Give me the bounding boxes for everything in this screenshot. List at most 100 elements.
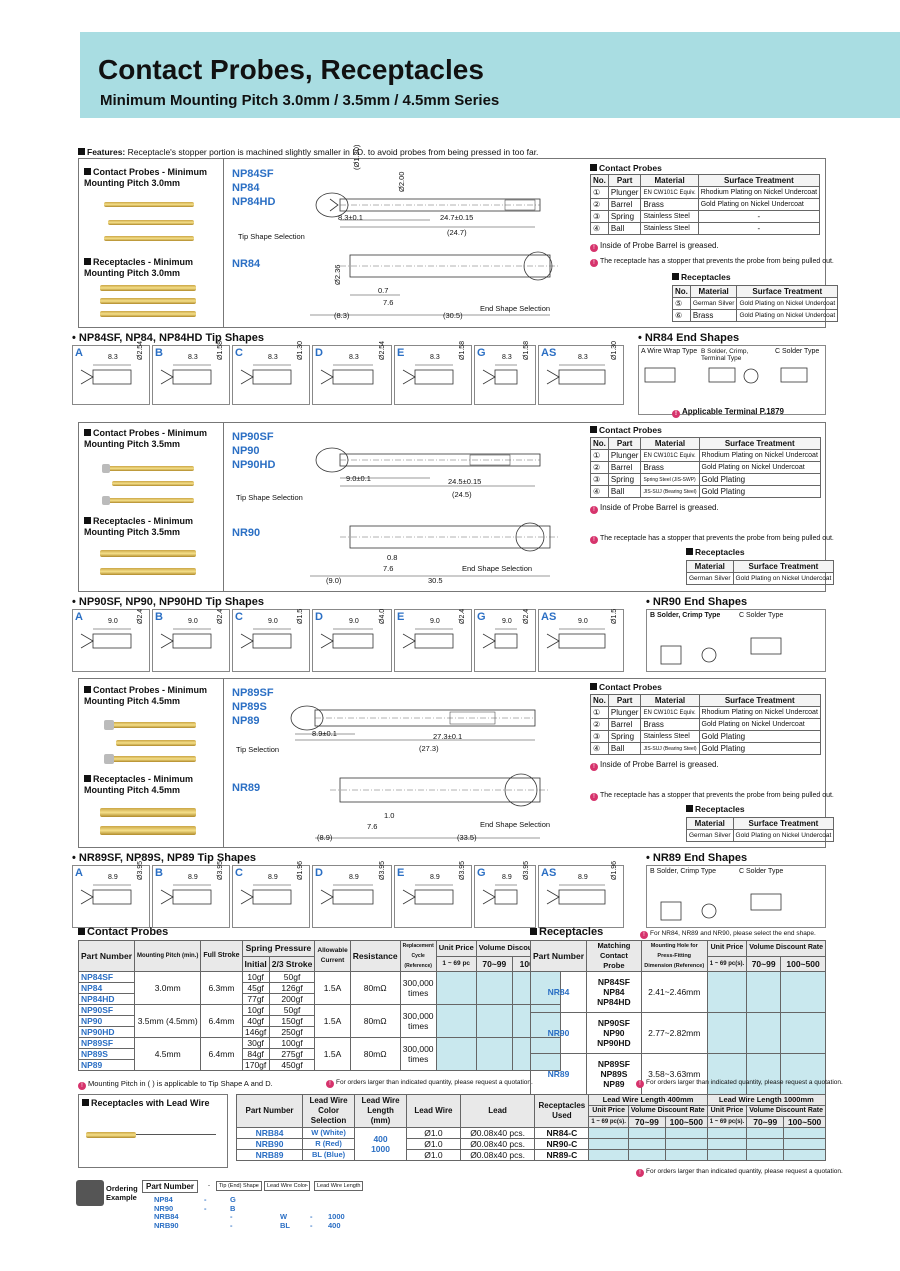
probe-photo (102, 496, 110, 505)
part-number: NRB89 (235, 1149, 304, 1161)
order-head-part: Part Number (142, 1180, 199, 1193)
tip-length: 8.3 (268, 354, 278, 361)
dim-label: 0.8 (387, 553, 398, 562)
tip-letter: G (477, 867, 486, 879)
receptacle-photo (100, 826, 196, 835)
applicable-terminal[interactable]: !Applicable Terminal P.1879 (672, 407, 784, 418)
tip-length: 8.9 (430, 874, 440, 881)
order-head-color: Lead Wire Color (264, 1181, 310, 1191)
page-header: Contact Probes, Receptacles Minimum Moun… (80, 32, 900, 118)
model-list-4_5mm: NP89SF NP89S NP89 (232, 687, 274, 727)
part-number: NP90 (77, 1015, 136, 1027)
grease-note: !Inside of Probe Barrel is greased. (590, 241, 719, 252)
probe-photo (112, 481, 194, 486)
tip-shapes-title-4_5mm: • NR89SF, NP89S, NP89 Tip Shapes (72, 852, 257, 864)
probe-photo (102, 464, 110, 473)
end-selection-label: End Shape Selection (480, 820, 551, 829)
tip-length: 9.0 (349, 618, 359, 625)
tip-length: 9.0 (108, 618, 118, 625)
dim-label: 0.7 (378, 286, 389, 295)
part-number: NR84 (529, 971, 588, 1013)
tip-letter: G (477, 347, 486, 359)
end-shapes-4_5mm: B Solder, Crimp Type C Solder Type (646, 865, 826, 928)
tip-letter: E (397, 867, 405, 879)
tip-letter: D (315, 347, 323, 359)
col-current: Allowable Current (314, 940, 351, 972)
features-line: Features: Receptacle's stopper portion i… (78, 147, 538, 157)
dim-label: (Ø1.30) (352, 144, 361, 170)
col-unit-price: Unit Price (435, 940, 477, 957)
end-shape-a: A Wire Wrap Type (641, 348, 698, 355)
wire-color: R (Red) (302, 1138, 356, 1150)
tip-shapes-title-3_5mm: • NP90SF, NP90, NP90HD Tip Shapes (72, 596, 264, 608)
tip-length: 8.3 (108, 354, 118, 361)
dim-label: 24.7±0.15 (440, 213, 474, 222)
tip-letter: E (397, 347, 405, 359)
dim-label: (24.7) (447, 228, 467, 237)
cp-label-4_5mm: Contact Probes - Minimum Mounting Pitch … (84, 685, 208, 706)
receptacle-photo (100, 550, 196, 557)
order-cell: BL (280, 1220, 290, 1230)
end-shape-b: B Solder, Crimp Type (650, 868, 717, 875)
tip-letter: A (75, 347, 83, 359)
order-cell: G (230, 1195, 236, 1204)
probe-photo (104, 754, 114, 764)
tip-letter: D (315, 611, 323, 623)
tip-letter: AS (541, 611, 557, 623)
tip-letter: B (155, 347, 163, 359)
cp-label-3mm: Contact Probes - Minimum Mounting Pitch … (84, 167, 208, 188)
receptacle-photo (100, 808, 196, 817)
probe-drawing-3_5mm (310, 447, 560, 577)
cp-price-title: Contact Probes (78, 926, 168, 938)
dim-label: 7.6 (383, 564, 394, 573)
rc-material-title-4_5mm: Receptacles (686, 804, 745, 814)
tip-letter: B (155, 867, 163, 879)
dim-label: 1.0 (384, 811, 395, 820)
end-shape-c: C Solder Type (775, 348, 820, 355)
receptacle-photo (100, 285, 196, 291)
order-cell: - (230, 1220, 233, 1230)
leadwire-photo (86, 1132, 136, 1138)
cp-pitch-note: !Mounting Pitch in ( ) is applicable to … (78, 1079, 273, 1090)
receptacle-photo (100, 568, 196, 575)
col-pitch: Mounting Pitch (min.) (134, 940, 202, 972)
part-number: NRB90 (235, 1138, 304, 1150)
order-cell: - (310, 1220, 313, 1230)
order-cell: NRB90 (154, 1220, 179, 1230)
tip-length: 8.9 (268, 874, 278, 881)
end-shapes-3mm: A Wire Wrap Type B Solder, Crimp, Termin… (638, 345, 826, 415)
order-cell: - (204, 1195, 207, 1204)
tip-letter: A (75, 867, 83, 879)
order-head-tip: Tip (End) Shape (216, 1181, 262, 1191)
features-text: Receptacle's stopper portion is machined… (127, 147, 539, 157)
tip-letter: E (397, 611, 405, 623)
dim-label: Ø2.36 (333, 264, 342, 285)
rc-material-title-3_5mm: Receptacles (686, 547, 745, 557)
order-cell: 400 (328, 1220, 341, 1230)
order-cell: NRB84 (154, 1212, 179, 1221)
dim-label: 24.5±0.15 (448, 477, 482, 486)
probe-photo (108, 466, 194, 471)
lw-quote-note: !For orders larger than indicated quanti… (636, 1168, 843, 1177)
photo-panel-3mm (78, 158, 224, 328)
tip-length: 8.3 (578, 354, 588, 361)
end-shape-b: B Solder, Crimp Type (650, 612, 721, 619)
tip-length: 8.3 (349, 354, 359, 361)
model-list-3mm: NP84SF NP84 NP84HD (232, 168, 276, 208)
receptacle-photo (100, 311, 196, 317)
tip-selection-label: Tip Shape Selection (238, 232, 305, 241)
